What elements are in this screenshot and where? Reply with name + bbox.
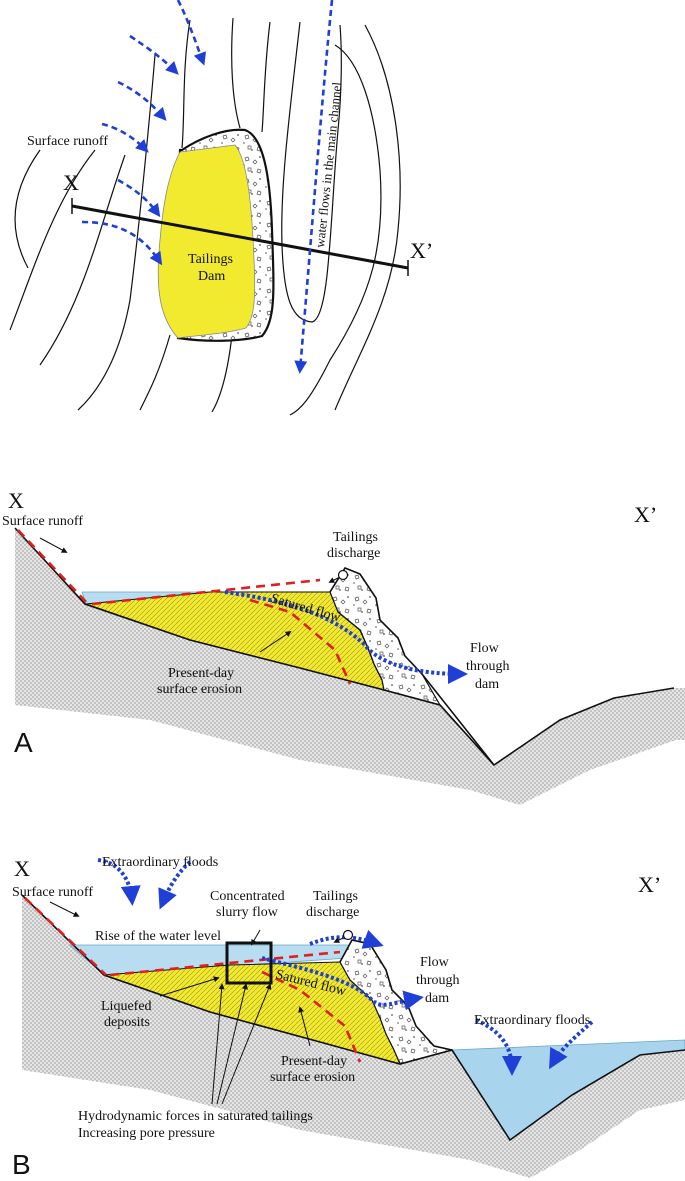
discharge-pipe-icon	[333, 929, 354, 943]
ground-b	[22, 895, 685, 1178]
map-view: X X’ Surface runoff Tailings Dam water f…	[9, 0, 433, 416]
flood-arrow-right-1	[475, 1018, 522, 1076]
section-a-surface-runoff: Surface runoff	[2, 514, 83, 529]
liquefied-label-line2: deposits	[104, 1015, 150, 1030]
section-b-discharge-line1: Tailings	[313, 889, 358, 904]
dam-steps-a	[329, 567, 495, 766]
map-label-x-prime: X’	[410, 238, 433, 263]
concentrated-label-line1: Concentrated	[210, 889, 285, 904]
erosion-pointer-a	[259, 631, 292, 653]
panel-label-a: A	[14, 727, 33, 758]
ground-a	[15, 528, 685, 805]
overflow-arrow-b	[309, 929, 384, 949]
contour-lines	[9, 17, 401, 416]
section-b-flow-line2: through	[416, 973, 460, 988]
section-b-flow-line3: dam	[425, 991, 449, 1006]
failure-surface-b	[109, 950, 362, 1063]
flood-label-right: Extraordinary floods	[474, 1013, 590, 1028]
liquefied-pointer-b	[159, 976, 220, 997]
dam-label-line1: Tailings	[188, 252, 233, 267]
tailings-pond	[157, 144, 256, 339]
failure-slope-a	[17, 529, 89, 605]
hydrodynamic-label-line2: Increasing pore pressure	[78, 1126, 215, 1141]
failure-slope-b	[24, 897, 107, 976]
pore-pressure-pointers	[211, 983, 272, 1105]
discharge-pipe-icon	[328, 569, 349, 583]
section-a-label-x: X	[8, 488, 24, 513]
dam-steps-b	[339, 939, 453, 1051]
section-a-flow-line1: Flow	[470, 641, 500, 656]
flood-arrow-left-1	[97, 858, 141, 906]
section-b-erosion-line2: surface erosion	[270, 1070, 355, 1085]
concentrated-pointer-b	[251, 929, 261, 946]
section-a-erosion-line1: Present-day	[168, 666, 234, 681]
section-b-label-x-prime: X’	[638, 872, 661, 897]
saturated-flow-arrow-b	[261, 956, 424, 1011]
saturated-flow-arrow-a	[224, 590, 468, 684]
cross-section-line	[71, 204, 409, 270]
section-b-label-x: X	[14, 856, 30, 881]
section-a-erosion-line2: surface erosion	[157, 682, 242, 697]
map-label-x: X	[63, 170, 79, 195]
section-a-discharge-line1: Tailings	[333, 530, 378, 545]
section-b-flow-line1: Flow	[420, 955, 450, 970]
runoff-arrow-a	[39, 537, 68, 553]
section-a-flow-line3: dam	[475, 677, 499, 692]
section-b-discharge-line2: discharge	[306, 905, 359, 920]
hydrodynamic-label-line1: Hydrodynamic forces in saturated tailing…	[78, 1109, 313, 1124]
tailings-steps-a	[337, 611, 383, 681]
cross-section-b: X X’ Extraordinary floods Surface runoff…	[12, 855, 685, 1180]
erosion-pointer-b	[298, 1006, 311, 1047]
section-a-label-x-prime: X’	[634, 502, 657, 527]
cross-section-a: X X’ Surface runoff Tailings discharge S…	[2, 488, 685, 805]
failure-surface-a	[91, 578, 352, 685]
ground-outline-b	[21, 894, 685, 1142]
ground-outline-a	[14, 527, 675, 767]
section-a-flow-line2: through	[466, 659, 510, 674]
surface-runoff-arrows	[81, 0, 334, 374]
runoff-arrow-b	[49, 901, 80, 917]
liquefied-label-line1: Liquefed	[101, 999, 152, 1014]
flood-label-left: Extraordinary floods	[102, 855, 218, 870]
dam-label-line2: Dam	[198, 269, 225, 284]
slurry-flow-box	[225, 941, 273, 985]
map-surface-runoff-label: Surface runoff	[27, 134, 108, 149]
rise-water-label: Rise of the water level	[95, 929, 221, 944]
section-b-surface-runoff: Surface runoff	[12, 885, 93, 900]
panel-label-b: B	[12, 1149, 31, 1180]
concentrated-label-line2: slurry flow	[216, 905, 279, 920]
section-b-erosion-line1: Present-day	[281, 1054, 347, 1069]
flood-arrow-left-2	[158, 860, 192, 910]
section-a-discharge-line2: discharge	[327, 546, 380, 561]
